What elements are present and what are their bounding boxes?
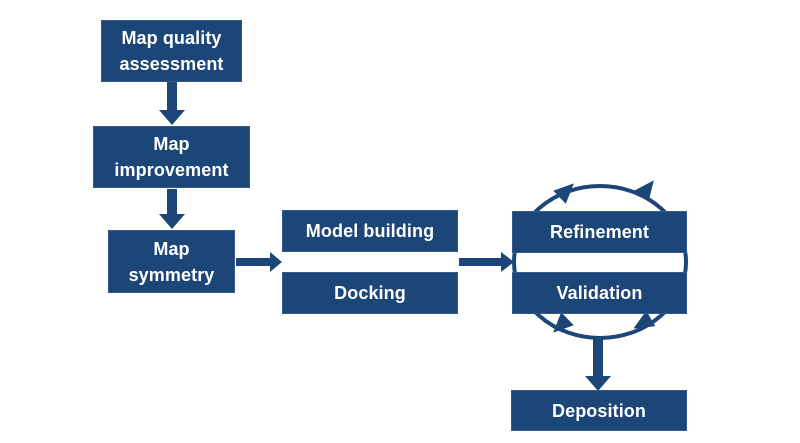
node-map-quality-assessment: Map quality assessment [101, 20, 242, 82]
node-validation: Validation [512, 272, 687, 314]
cycle-arrowhead-bottom-left [553, 312, 574, 333]
node-label-line: improvement [114, 160, 229, 180]
cycle-arrowhead-top-left [553, 183, 574, 204]
node-label: Deposition [552, 400, 646, 421]
node-refinement: Refinement [512, 211, 687, 253]
arrow-cycle-to-deposition [585, 336, 611, 391]
node-map-symmetry: Map symmetry [108, 230, 235, 293]
iteration-cycle-ellipse [512, 184, 688, 340]
cycle-arrowhead-bottom-right [633, 310, 656, 329]
node-label: Model building [305, 221, 435, 241]
node-label-line: Map [153, 134, 190, 154]
arrow-symmetry-to-middle [236, 252, 282, 272]
node-model-building: Model building [282, 210, 458, 252]
node-label-line: assessment [119, 54, 224, 74]
node-deposition: Deposition [511, 390, 687, 431]
node-label: Refinement [549, 222, 649, 242]
arrow-quality-to-improvement [159, 82, 185, 125]
node-map-improvement: Map improvement [93, 126, 250, 188]
cycle-arrowhead-top-right [634, 180, 654, 202]
node-docking: Docking [282, 272, 458, 314]
node-label-line: symmetry [128, 264, 215, 285]
arrow-middle-to-cycle [459, 252, 514, 272]
arrow-improvement-to-symmetry [159, 189, 185, 229]
node-label-line: Map [153, 238, 190, 259]
node-label: Validation [556, 283, 643, 303]
node-label: Docking [334, 283, 406, 303]
node-label-line: Map quality [121, 28, 222, 48]
